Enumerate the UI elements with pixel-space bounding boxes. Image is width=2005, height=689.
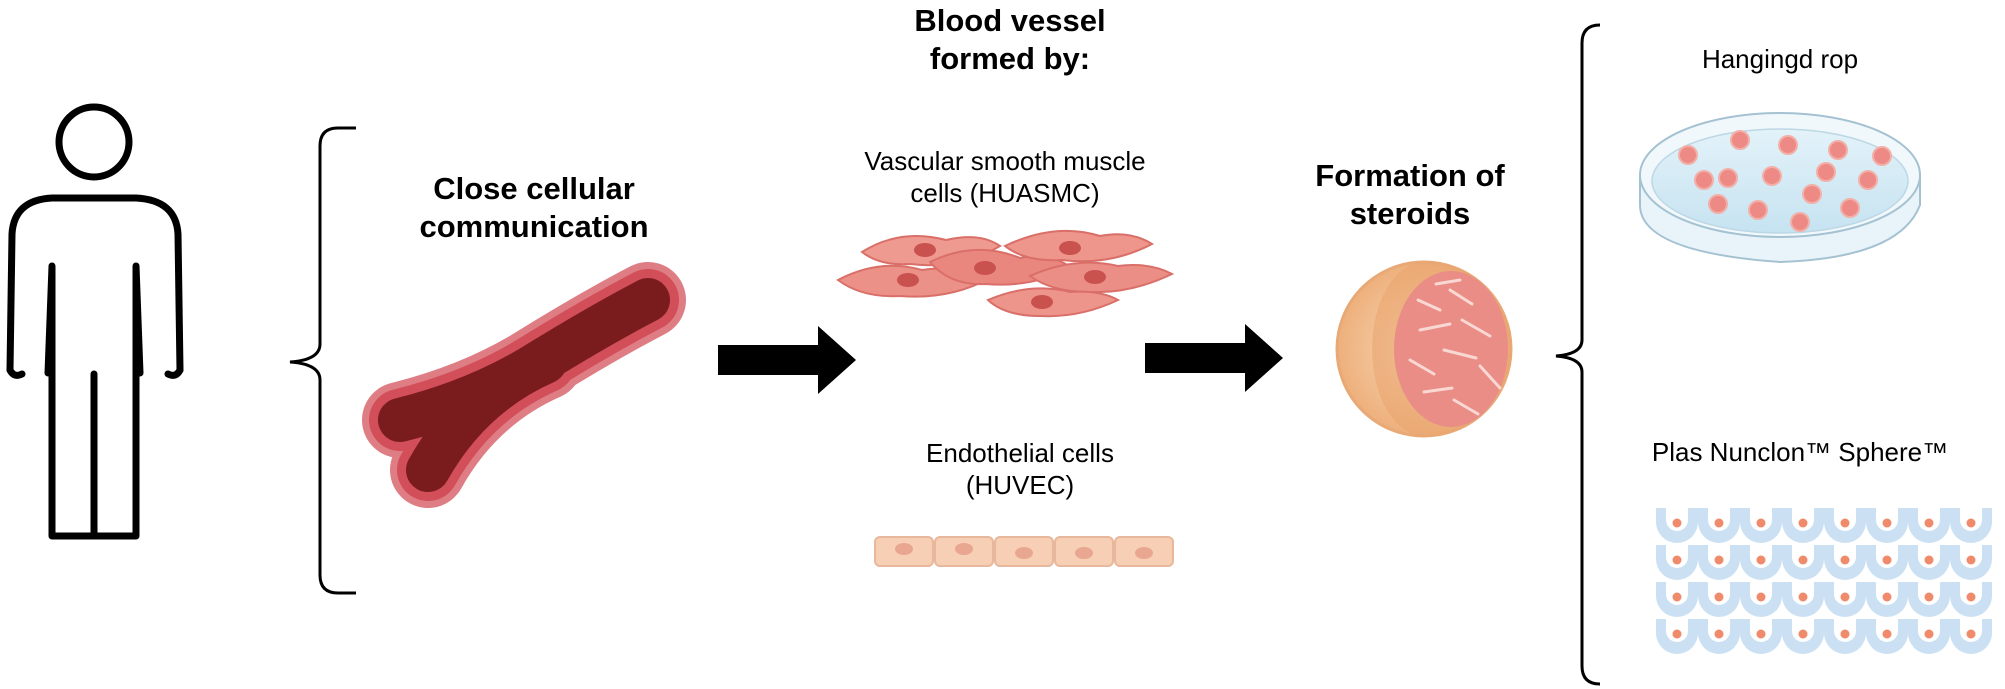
endothelial-label: Endothelial cells (HUVEC) [870, 438, 1170, 501]
well-spheroid [1798, 629, 1808, 639]
blood-vessel-icon [362, 262, 686, 508]
well-spheroid [1924, 629, 1934, 639]
nunclon-sphere-label: Plas Nunclon™ Sphere™ [1651, 437, 1949, 467]
spheroid-icon [1335, 260, 1513, 438]
well [1740, 582, 1782, 617]
well-spheroid [1840, 518, 1850, 528]
well-spheroid [1924, 518, 1934, 528]
well [1908, 545, 1950, 580]
well [1782, 619, 1824, 654]
well-spheroid [1672, 518, 1682, 528]
well [1698, 508, 1740, 543]
well [1908, 619, 1950, 654]
well-spheroid [1840, 629, 1850, 639]
well-spheroid [1672, 629, 1682, 639]
well-spheroid [1714, 592, 1724, 602]
well [1866, 508, 1908, 543]
well [1824, 545, 1866, 580]
well-spheroid [1672, 555, 1682, 565]
well-spheroid [1714, 555, 1724, 565]
well-spheroid [1966, 629, 1976, 639]
well-spheroid [1798, 555, 1808, 565]
communication-label-line1: Close cellular [433, 171, 635, 206]
well [1824, 582, 1866, 617]
communication-label: Close cellular communication [404, 170, 664, 246]
well [1656, 619, 1698, 654]
well-spheroid [1714, 629, 1724, 639]
well [1740, 619, 1782, 654]
well-spheroid [1714, 518, 1724, 528]
well-spheroid [1966, 518, 1976, 528]
well-spheroid [1966, 592, 1976, 602]
vessel-title: Blood vessel formed by: [880, 2, 1140, 78]
well-spheroid [1840, 555, 1850, 565]
well [1740, 508, 1782, 543]
well [1698, 545, 1740, 580]
well [1656, 545, 1698, 580]
well [1950, 582, 1992, 617]
formation-label-line1: Formation of [1315, 158, 1505, 193]
well [1824, 508, 1866, 543]
well-spheroid [1966, 555, 1976, 565]
vessel-title-line1: Blood vessel [914, 3, 1106, 38]
well-spheroid [1882, 518, 1892, 528]
well [1782, 582, 1824, 617]
well-spheroid [1882, 592, 1892, 602]
left-brace [289, 126, 356, 595]
well-spheroid [1756, 592, 1766, 602]
right-brace [1555, 23, 1601, 686]
well [1950, 545, 1992, 580]
well [1782, 508, 1824, 543]
well [1698, 619, 1740, 654]
well [1908, 508, 1950, 543]
smooth-muscle-label-line1: Vascular smooth muscle [864, 146, 1146, 176]
well [1824, 619, 1866, 654]
vessel-title-line2: formed by: [929, 40, 1091, 76]
well-spheroid [1798, 518, 1808, 528]
well [1656, 582, 1698, 617]
well [1782, 545, 1824, 580]
well [1656, 508, 1698, 543]
well-spheroid [1924, 555, 1934, 565]
formation-label: Formation of steroids [1290, 157, 1530, 233]
well [1866, 619, 1908, 654]
well-spheroid [1756, 555, 1766, 565]
hanging-drop-label: Hangingd rop [1701, 44, 1859, 74]
endothelial-label-line2: (HUVEC) [965, 469, 1075, 500]
smooth-muscle-label: Vascular smooth muscle cells (HUASMC) [830, 146, 1180, 209]
well-spheroid [1756, 629, 1766, 639]
endothelial-cells-icon [874, 536, 1174, 567]
communication-label-line2: communication [419, 208, 649, 244]
well [1866, 582, 1908, 617]
well-spheroid [1798, 592, 1808, 602]
well-spheroid [1924, 592, 1934, 602]
well [1950, 508, 1992, 543]
formation-label-line2: steroids [1349, 195, 1471, 231]
well [1908, 582, 1950, 617]
well [1740, 545, 1782, 580]
smooth-muscle-label-line2: cells (HUASMC) [910, 177, 1100, 208]
well-spheroid [1882, 629, 1892, 639]
well-spheroid [1840, 592, 1850, 602]
smooth-muscle-cells-icon [836, 229, 1175, 318]
well-spheroid [1756, 518, 1766, 528]
well [1866, 545, 1908, 580]
endothelial-label-line1: Endothelial cells [926, 438, 1114, 468]
petri-dish-icon [1639, 112, 1921, 264]
well-plate-icon [1656, 508, 1992, 654]
well [1950, 619, 1992, 654]
well [1698, 582, 1740, 617]
person-icon [6, 103, 184, 540]
well-spheroid [1882, 555, 1892, 565]
well-spheroid [1672, 592, 1682, 602]
arrow-right-2 [1145, 324, 1283, 392]
arrow-right-1 [718, 326, 856, 394]
